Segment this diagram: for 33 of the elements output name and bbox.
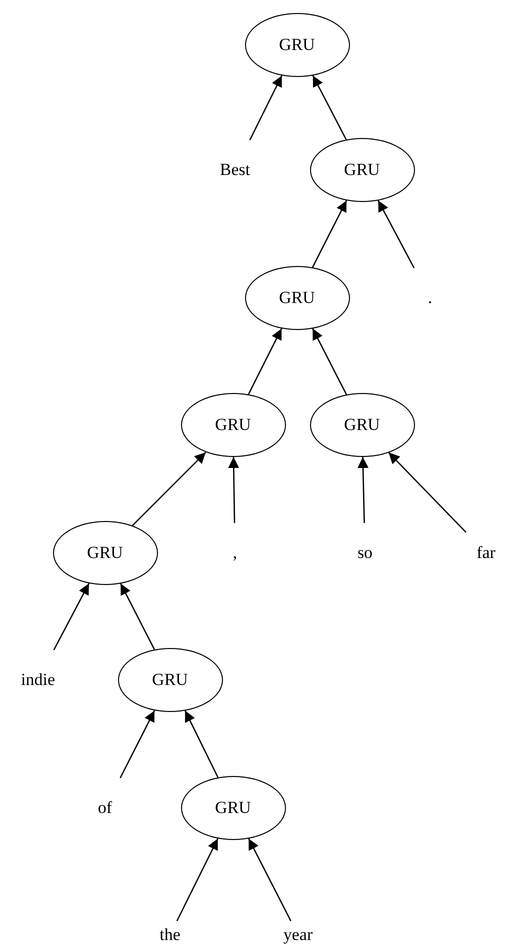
- arrow: [312, 200, 348, 268]
- arrow: [249, 75, 282, 140]
- node-label: GRU: [344, 160, 380, 180]
- arrow: [176, 838, 218, 922]
- word-label: .: [428, 288, 432, 308]
- word-label: the: [160, 925, 180, 945]
- arrow: [378, 200, 415, 268]
- node-label: GRU: [279, 288, 315, 308]
- node-label: GRU: [344, 415, 380, 435]
- word-label: far: [476, 543, 496, 563]
- arrow: [120, 583, 155, 650]
- word-label: of: [98, 798, 112, 818]
- node-label: GRU: [87, 543, 123, 563]
- word-label: Best: [220, 160, 250, 180]
- node-label: GRU: [215, 415, 251, 435]
- arrow: [184, 710, 218, 778]
- word-label: ,: [232, 543, 238, 563]
- word-label: year: [283, 925, 313, 945]
- arrow: [53, 583, 90, 650]
- word-label: so: [357, 543, 373, 563]
- arrow: [248, 328, 282, 395]
- word-label: indie: [21, 670, 55, 690]
- arrow: [358, 456, 368, 524]
- arrow: [248, 838, 292, 922]
- arrow: [312, 75, 347, 140]
- node-label: GRU: [152, 670, 188, 690]
- arrow: [312, 328, 347, 395]
- arrow: [388, 452, 466, 533]
- arrow: [228, 456, 240, 523]
- node-label: GRU: [279, 35, 315, 55]
- arrow: [120, 710, 156, 778]
- node-label: GRU: [215, 798, 251, 818]
- arrow: [132, 452, 206, 526]
